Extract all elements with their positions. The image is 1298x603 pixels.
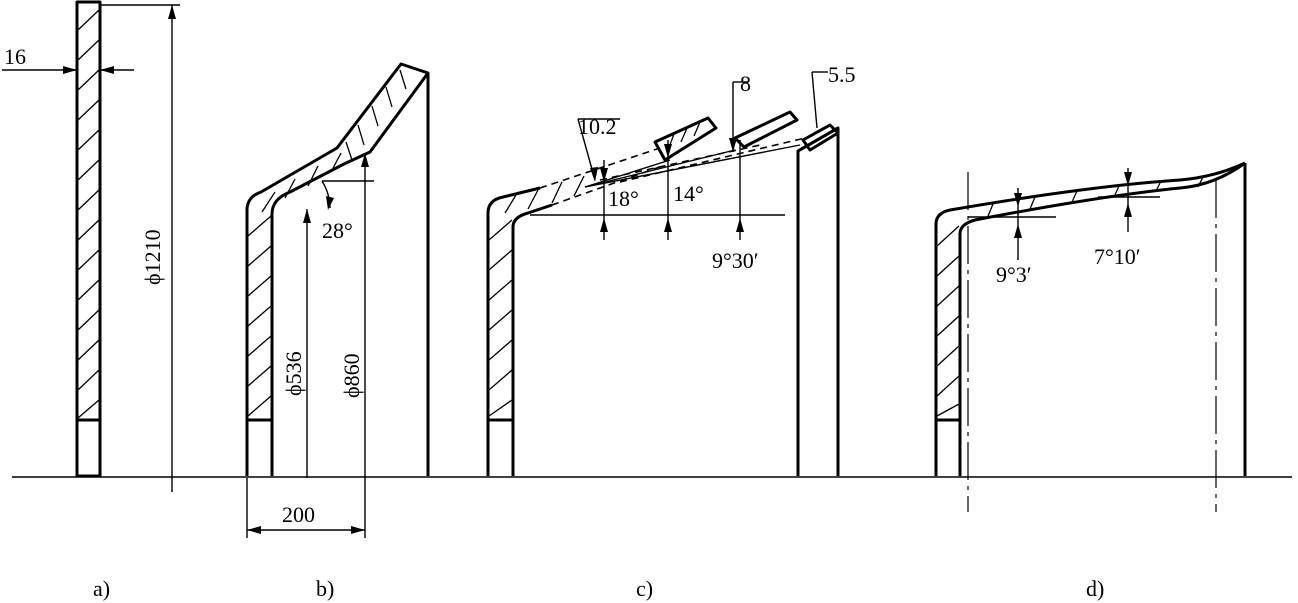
plate-hatching (77, 9, 100, 419)
second-draw-inner-profile (511, 203, 553, 476)
angle-9-30-label: 9°30′ (712, 248, 759, 273)
ray-14 (584, 149, 736, 188)
dim-8-label: 8 (740, 71, 751, 96)
flange-segment-1 (653, 116, 718, 162)
angle-9-3-arrow-top (1014, 193, 1022, 207)
angle-18-arrow-top (600, 168, 608, 182)
angle-14-arrow-top (664, 144, 672, 158)
leader-10-2-arrow (590, 167, 598, 182)
panel-a: 16 ϕ1210 (2, 0, 180, 492)
angle-9-3-label: 9°3′ (996, 262, 1032, 287)
inner-diameter-label: ϕ536 (281, 351, 306, 396)
flange-segment-1-hatching (667, 121, 701, 151)
outer-diameter-label: ϕ860 (339, 353, 364, 398)
outer-diameter-arrow (361, 153, 369, 167)
flange-segment-2 (733, 110, 799, 149)
ray-9-30 (584, 144, 801, 188)
flange-dashed-3 (619, 137, 806, 183)
final-outer-profile (934, 161, 1246, 476)
dim-10-2-label: 10.2 (578, 114, 617, 139)
caption-c: c) (636, 576, 653, 601)
first-draw-profile (245, 62, 430, 476)
leader-5-5 (811, 71, 818, 129)
second-draw-outer-wall (796, 126, 840, 476)
panel-b: 28° ϕ536 ϕ860 200 (245, 62, 430, 538)
thickness-arrow-right (100, 66, 114, 74)
wall-hatching-d (936, 176, 1204, 417)
dim-5-5-label: 5.5 (828, 62, 856, 87)
angle-9-30-arrow (736, 218, 744, 232)
caption-d: d) (1086, 576, 1104, 601)
blank-plate (75, 0, 102, 478)
angle-7-10-arrow-top (1124, 172, 1132, 186)
leader-8-arrow (729, 138, 737, 152)
diameter-arrow (168, 5, 176, 19)
second-draw-outer-profile (486, 186, 541, 476)
wall-hatching-c (488, 175, 585, 417)
angle-18-label: 18° (608, 186, 639, 211)
caption-a: a) (93, 576, 110, 601)
final-inner-profile (958, 161, 1246, 476)
ray-18 (584, 159, 671, 188)
inner-diameter-arrow (303, 209, 311, 223)
thickness-label: 16 (4, 44, 26, 69)
angle-14-label: 14° (673, 181, 704, 206)
caption-b: b) (316, 576, 334, 601)
angle-9-3-arrow-bottom (1014, 224, 1022, 238)
angle-label: 28° (322, 218, 353, 243)
panel-c: 10.2 8 5.5 18° 14° 9°30′ (486, 62, 856, 476)
angle-14-arrow-bottom (664, 218, 672, 232)
angle-7-10-arrow-bottom (1124, 203, 1132, 217)
wall-hatching (247, 69, 407, 417)
diameter-label: ϕ1210 (140, 229, 165, 285)
thickness-arrow-left (63, 66, 77, 74)
width-arrow-right (351, 526, 365, 534)
width-label: 200 (282, 502, 315, 527)
panel-d: 9°3′ 7°10′ (934, 161, 1247, 512)
angle-18-arrow-bottom (600, 218, 608, 232)
angle-arrow (326, 196, 334, 210)
angle-7-10-label: 7°10′ (1094, 244, 1141, 269)
width-arrow-left (247, 526, 261, 534)
outer-wall-cap (797, 126, 839, 153)
